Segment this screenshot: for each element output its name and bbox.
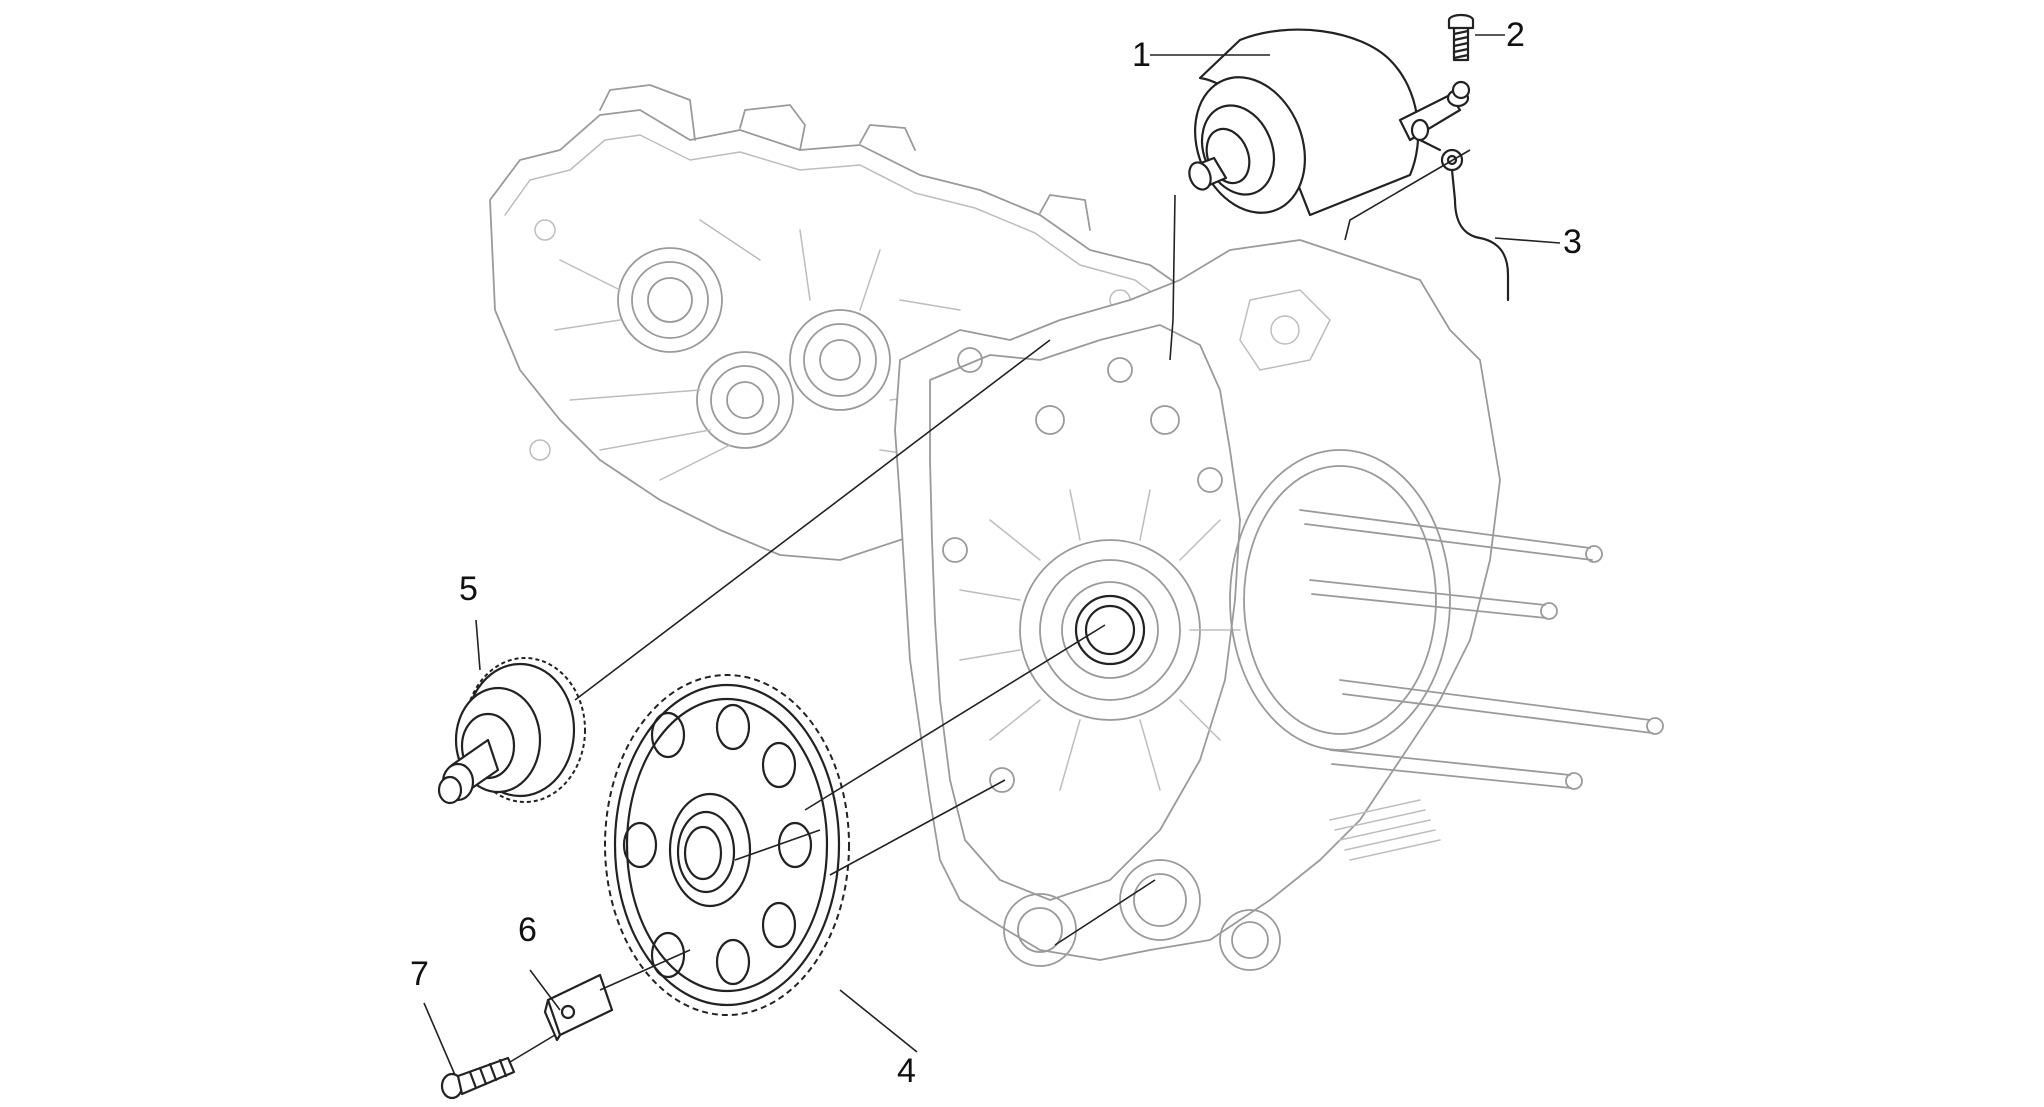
starter-motor xyxy=(1188,28,1470,217)
part-number-6: 6 xyxy=(518,911,537,949)
plate-screw xyxy=(440,1056,516,1100)
part-numbers: 1 2 3 4 5 6 7 xyxy=(410,16,1582,1090)
part-number-1: 1 xyxy=(1132,36,1151,74)
callout-leaders xyxy=(423,34,1561,1076)
assembly-lines xyxy=(509,149,1471,1063)
engine-crankcase-half xyxy=(894,239,1664,971)
screw-2 xyxy=(1447,13,1475,100)
part-number-7: 7 xyxy=(410,955,429,993)
ground-cable xyxy=(1440,148,1510,302)
part-number-5: 5 xyxy=(459,570,478,608)
part-number-2: 2 xyxy=(1506,16,1525,54)
retaining-plate xyxy=(543,973,614,1042)
part-number-4: 4 xyxy=(897,1052,916,1090)
intermediate-gear xyxy=(437,657,586,805)
starter-gear xyxy=(604,674,850,1016)
part-number-3: 3 xyxy=(1563,223,1582,261)
left-crankcase-half xyxy=(489,84,1201,561)
